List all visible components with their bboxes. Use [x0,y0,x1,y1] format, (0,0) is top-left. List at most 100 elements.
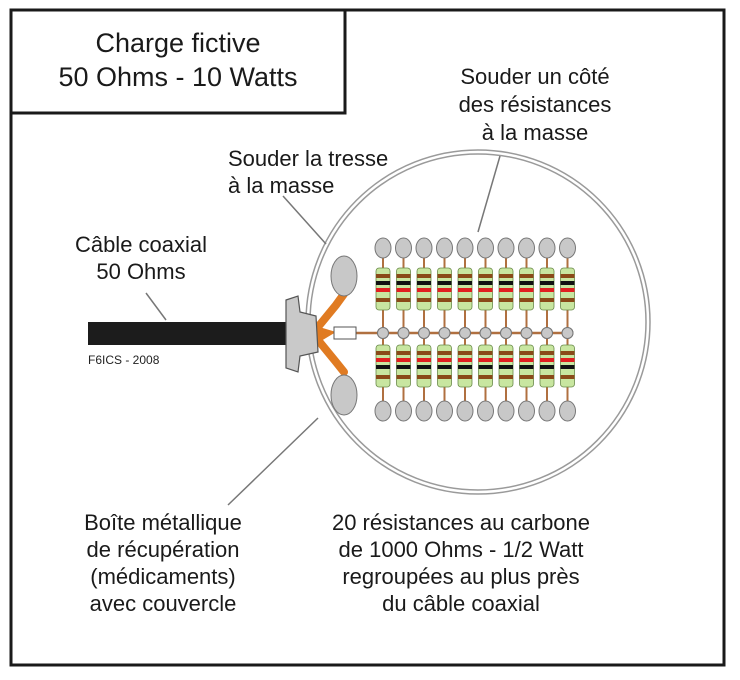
label-metal-box-line-4: avec couvercle [90,591,237,616]
bus-node [438,327,451,339]
ground-pad [456,400,474,422]
resistor-band [519,365,534,369]
resistor-band [519,281,534,285]
ground-pad [456,237,474,259]
resistor-band [519,274,534,278]
braid-wires [314,290,348,376]
ground-pad [436,237,453,259]
label-coax-cable-line-1: Câble coaxial [75,232,207,257]
label-solder-resistors-line-3: à la masse [482,120,588,145]
label-resistors-desc-line-4: du câble coaxial [382,591,540,616]
resistor-band [417,351,431,355]
bus-node [561,327,574,339]
ground-pad [497,400,515,422]
resistor-band [540,274,554,278]
resistor-band [396,274,411,278]
resistor-band [437,298,452,302]
resistor-band [478,281,493,285]
resistor-band [458,281,472,285]
resistor-band [376,375,390,379]
leader-cable [145,292,167,321]
resistor-band [376,274,390,278]
resistor-band [540,351,554,355]
resistor-band [519,358,534,362]
coax-cable [88,322,288,345]
resistor-band [458,365,472,369]
resistor-band [478,298,493,302]
resistor-band [478,351,493,355]
resistor-band [437,288,452,292]
title-box [9,8,347,115]
resistor-band [396,365,411,369]
resistor-band [376,365,390,369]
metal-box [305,149,651,495]
label-metal-box-line-3: (médicaments) [90,564,235,589]
ground-pad [559,400,576,422]
label-resistors-desc: 20 résistances au carbone de 1000 Ohms -… [332,510,590,616]
ground-pad [518,237,535,259]
resistor-band [560,281,575,285]
resistor-band [437,365,452,369]
resistor-band [540,375,554,379]
resistor-band [519,288,534,292]
ground-pad [497,237,515,259]
resistor-band [437,375,452,379]
resistor-band [560,274,575,278]
resistor-band [417,274,431,278]
resistor-band [396,358,411,362]
resistor-band [396,298,411,302]
resistor-band [376,358,390,362]
resistor-band [437,281,452,285]
resistor-band [560,298,575,302]
leader-resistors [477,155,501,233]
resistor-band [437,274,452,278]
resistor-band [499,351,513,355]
ground-pad [395,400,412,422]
resistor-band [376,351,390,355]
resistor-band [417,288,431,292]
resistor-band [560,375,575,379]
ground-pad [374,237,392,259]
label-solder-resistors: Souder un côté des résistances à la mass… [459,64,612,145]
ground-pad [395,237,412,259]
ground-pad [477,237,494,259]
resistor-band [560,288,575,292]
bus-node [377,327,389,339]
resistor-band [458,298,472,302]
resistor-band [437,358,452,362]
resistor-band [437,351,452,355]
ground-pad [477,400,494,422]
label-metal-box-line-1: Boîte métallique [84,510,242,535]
resistor-band [458,351,472,355]
label-resistors-desc-line-1: 20 résistances au carbone [332,510,590,535]
resistor-band [458,288,472,292]
resistor-array [356,237,576,422]
label-resistors-desc-line-2: de 1000 Ohms - 1/2 Watt [339,537,584,562]
resistor-band [396,351,411,355]
ground-pad [518,400,535,422]
label-resistors-desc-line-3: regroupées au plus près [342,564,579,589]
resistor-band [560,358,575,362]
label-coax-cable-line-2: 50 Ohms [96,259,185,284]
bus-node [418,327,430,339]
resistor-band [396,375,411,379]
resistor-band [499,281,513,285]
bus-node [500,327,512,339]
resistor-band [560,365,575,369]
resistor-band [478,358,493,362]
leader-box [227,417,319,506]
resistor-band [458,274,472,278]
resistor-band [499,365,513,369]
resistor-band [478,365,493,369]
resistor-band [396,281,411,285]
center-conductor-insulator [333,326,357,340]
resistor-band [376,288,390,292]
resistor-band [499,298,513,302]
resistor-band [499,288,513,292]
credit: F6ICS - 2008 [88,353,160,367]
resistor-band [376,281,390,285]
ground-pad-top [330,255,358,297]
bus-node [541,327,553,339]
resistor-band [417,365,431,369]
